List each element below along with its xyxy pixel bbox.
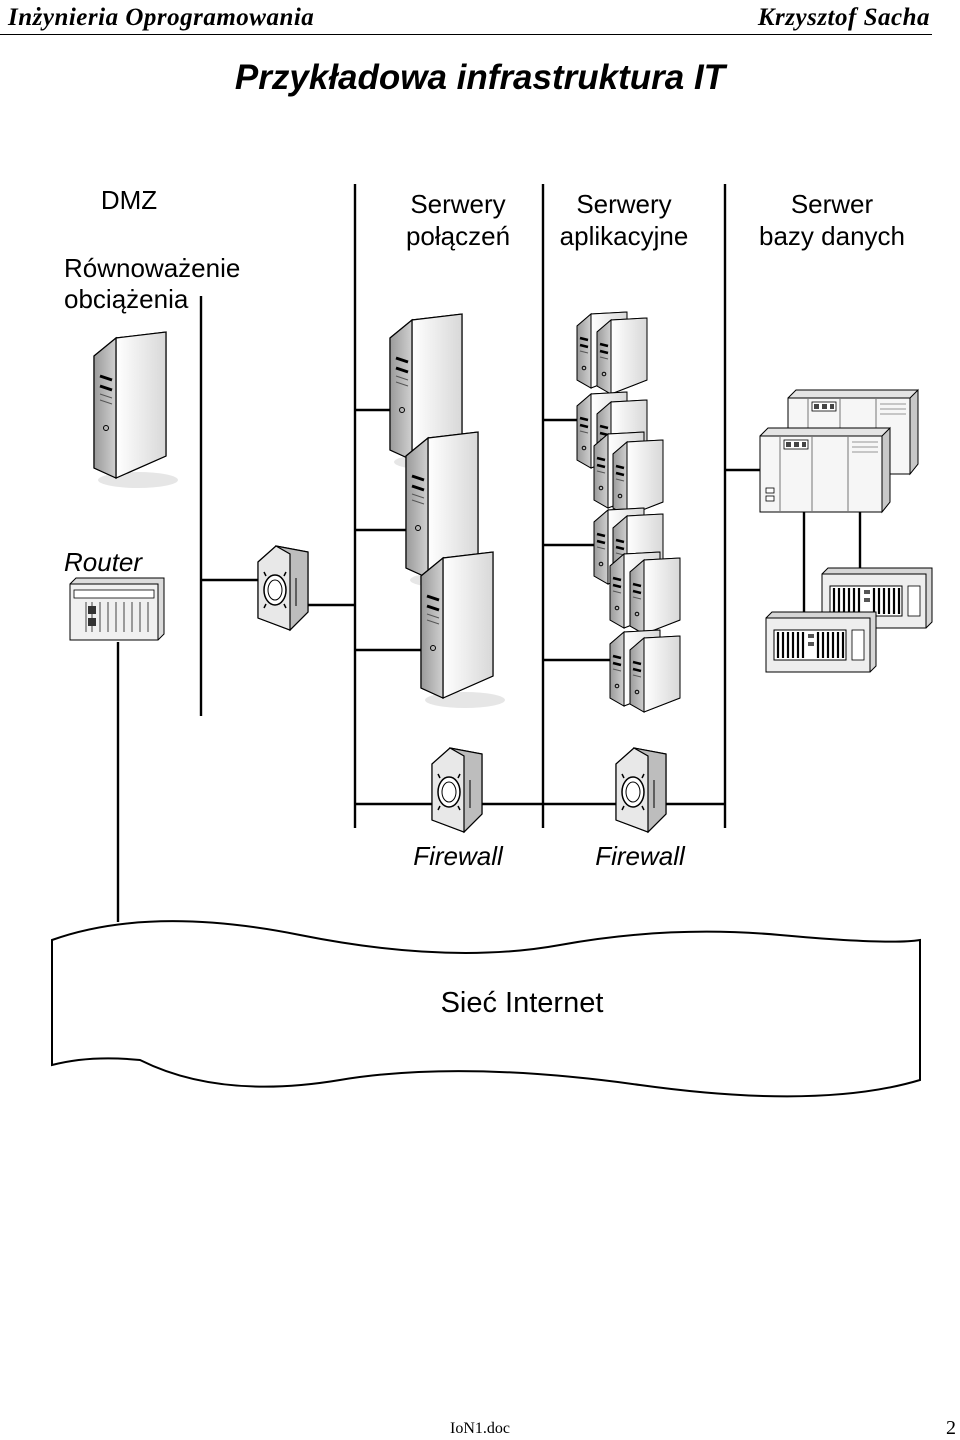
- database-cabinet-front-icon: [759, 427, 891, 513]
- firewall-2-label: Firewall: [595, 841, 685, 871]
- app-server-icon: [595, 316, 649, 396]
- internet-label: Sieć Internet: [440, 987, 604, 1019]
- firewall-1-icon: [431, 747, 483, 833]
- application-server-cluster: [575, 310, 682, 714]
- firewall-1-label: Firewall: [413, 841, 503, 871]
- connection-server-3-icon: [419, 550, 507, 710]
- app-server-icon: [628, 556, 682, 636]
- dmz-firewall-icon: [257, 545, 309, 631]
- database-server-label-line2: bazy danych: [759, 221, 905, 251]
- database-server-label-line1: Serwer: [790, 189, 874, 219]
- firewall-2-icon: [615, 747, 667, 833]
- application-servers-label-line1: Serwery: [576, 189, 672, 219]
- internet-banner-shape: [51, 920, 921, 1098]
- connection-servers-label-line1: Serwery: [410, 189, 506, 219]
- header-course-title: Inżynieria Oprogramowania: [8, 4, 315, 31]
- footer-document-name: IoN1.doc: [450, 1420, 510, 1437]
- router-label: Router: [64, 547, 143, 577]
- application-servers-label-line2: aplikacyjne: [559, 221, 689, 251]
- dmz-label: DMZ: [100, 185, 158, 215]
- load-balancer-server-icon: [92, 330, 180, 490]
- app-server-icon: [611, 438, 665, 518]
- load-balancing-label-line1: Równoważenie: [64, 253, 241, 283]
- header-author: Krzysztof Sacha: [757, 4, 930, 31]
- footer-page-number: 2: [946, 1417, 956, 1439]
- router-icon: [69, 577, 165, 641]
- connection-servers-label-line2: połączeń: [405, 221, 511, 251]
- disk-array-front-icon: [764, 610, 878, 674]
- network-lines: [116, 184, 862, 922]
- page-title: Przykładowa infrastruktura IT: [234, 58, 726, 97]
- load-balancing-label-line2: obciążenia: [64, 284, 189, 314]
- app-server-icon: [628, 634, 682, 714]
- header-rule: [0, 34, 932, 35]
